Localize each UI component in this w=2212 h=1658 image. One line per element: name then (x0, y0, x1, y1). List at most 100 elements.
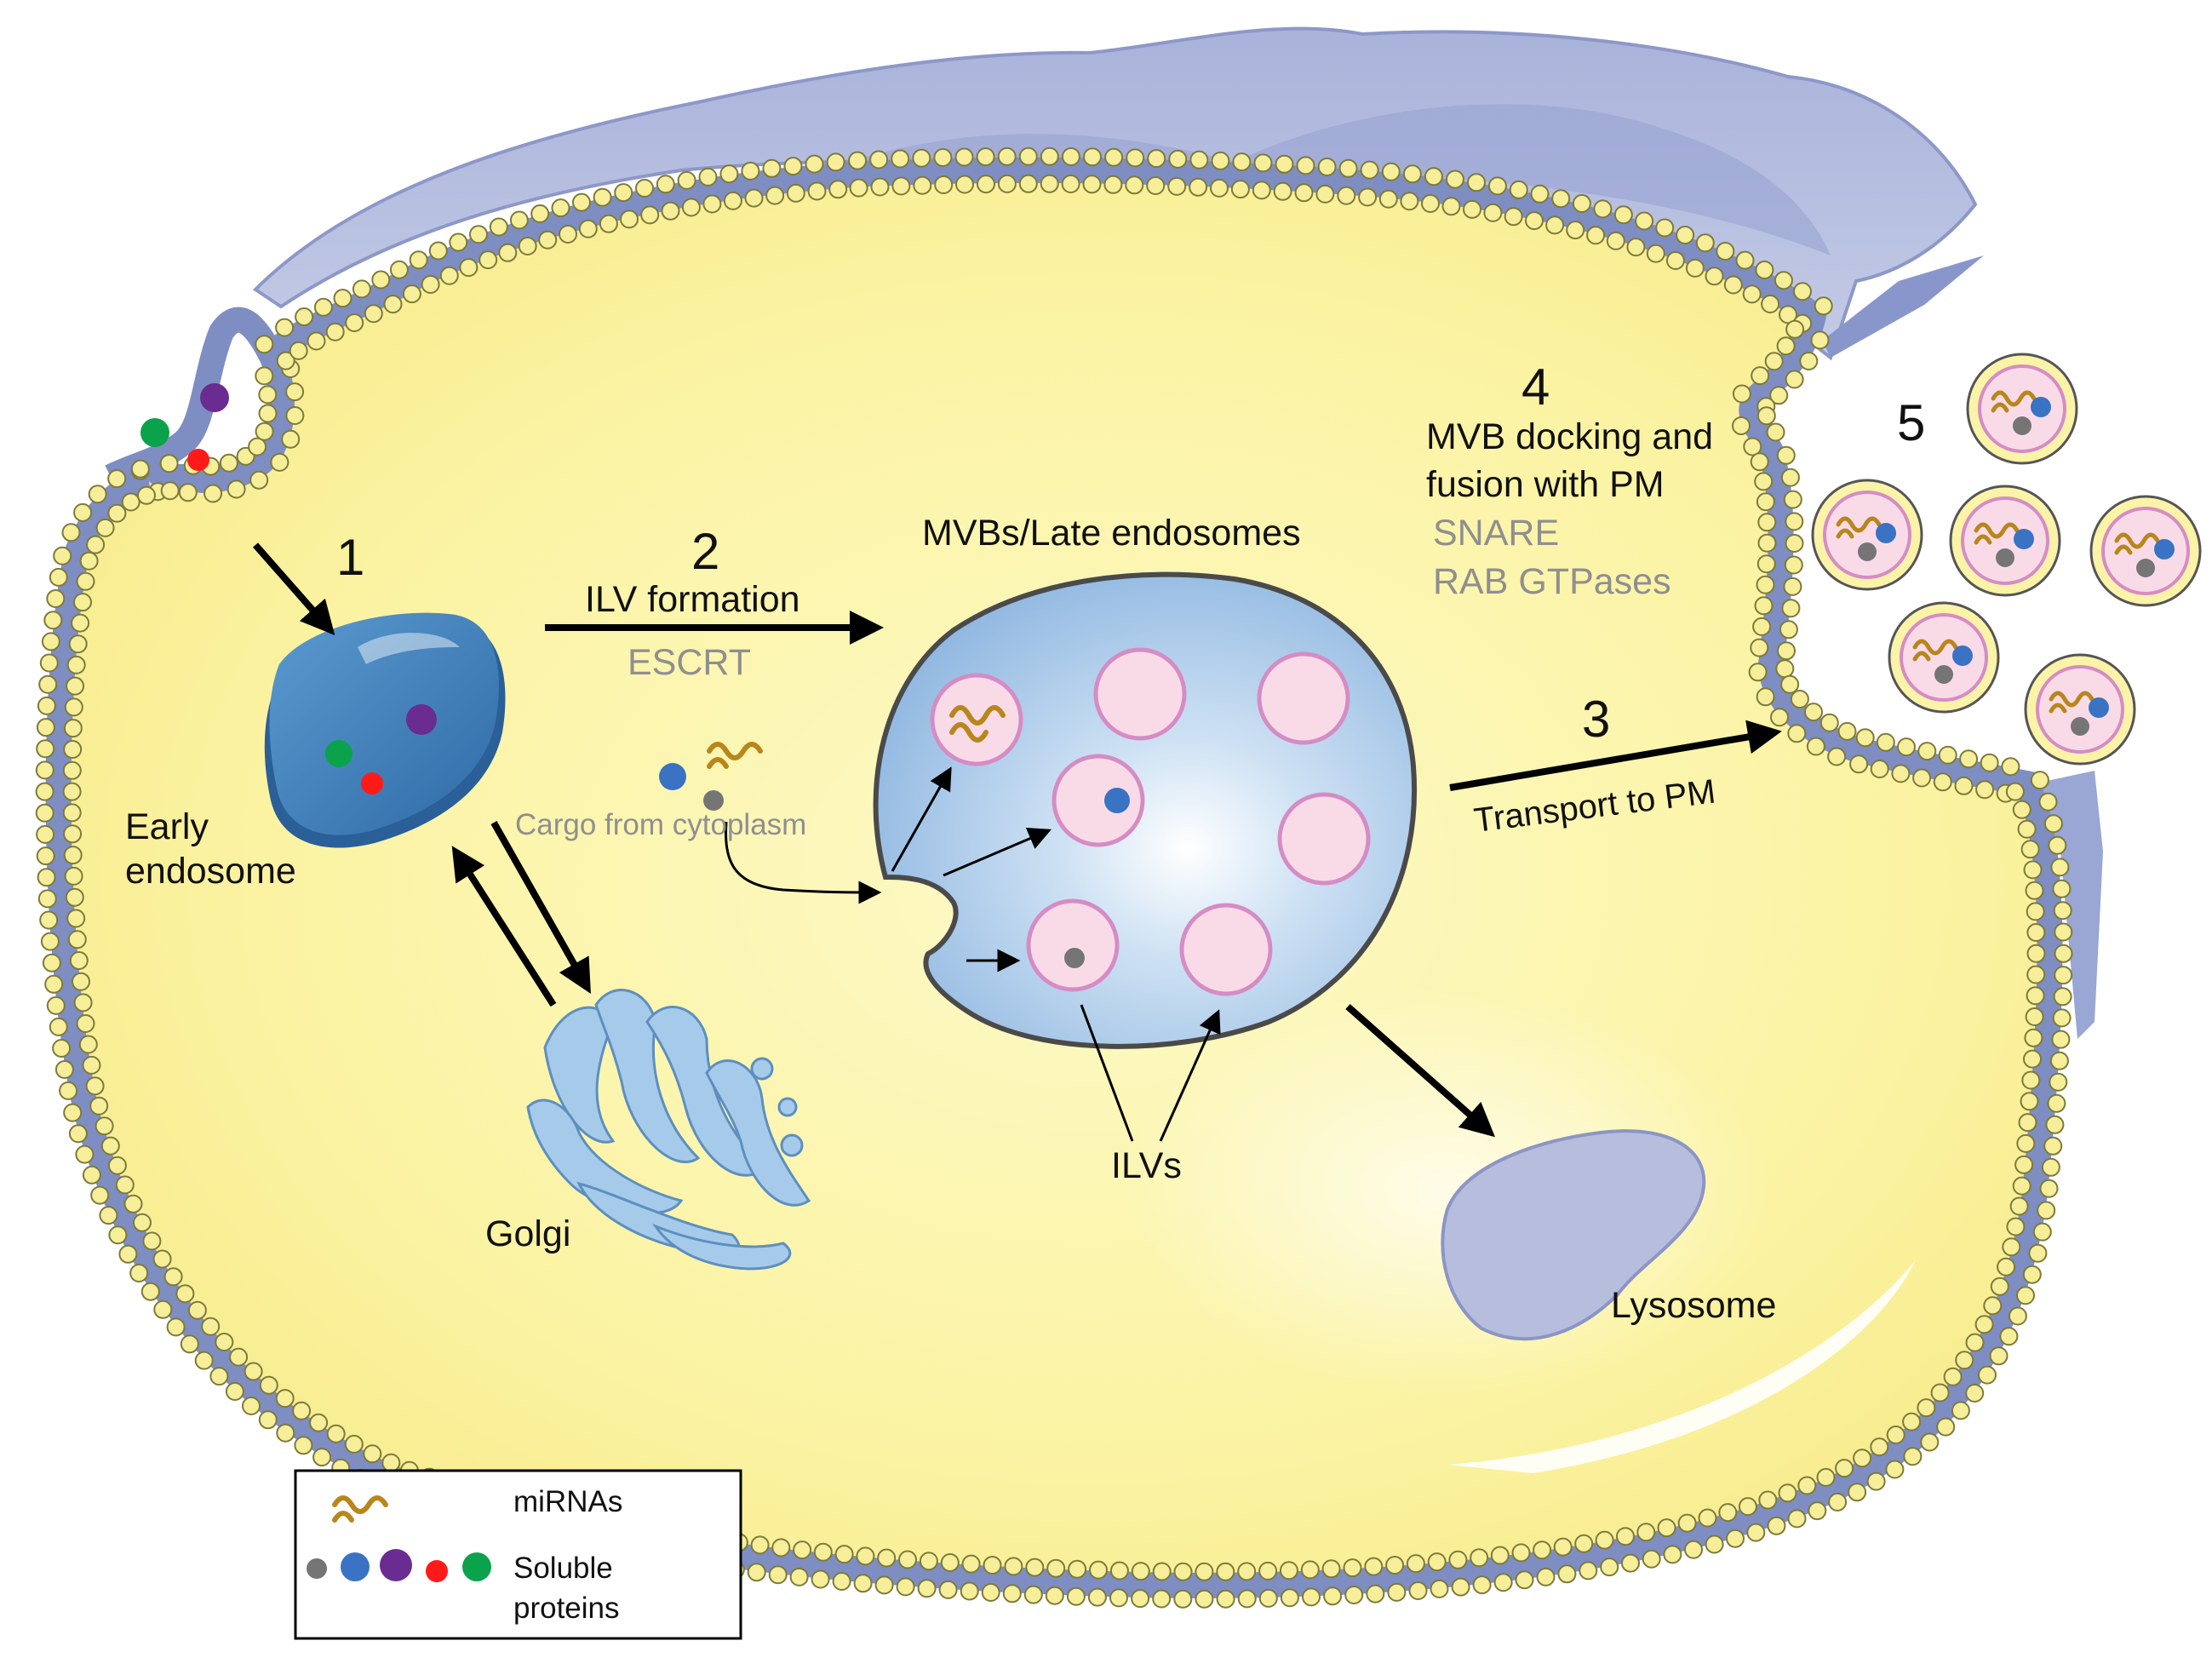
lipid-head (389, 260, 409, 279)
lipid-head (1917, 1398, 1936, 1418)
lipid-head (1785, 319, 1805, 339)
lipid-head (656, 175, 675, 194)
step-4-label: 4 (1521, 359, 1550, 416)
lipid-head (768, 1565, 788, 1585)
lipid-head (36, 718, 55, 737)
lipid-head (40, 932, 60, 951)
lipid-head (828, 180, 848, 199)
lipid-head (1553, 1537, 1573, 1557)
lipid-head (75, 1145, 95, 1164)
exosome (1811, 479, 1923, 591)
lipid-head (49, 1017, 68, 1036)
molecule-purple-endosome (406, 704, 437, 735)
plasma-membrane (45, 157, 2063, 1598)
lipid-head (1742, 284, 1762, 304)
lipid-head (258, 1410, 278, 1430)
lipid-head (2023, 860, 2043, 880)
lipid-head (1774, 271, 1793, 290)
lipid-head (46, 995, 66, 1015)
lipid-head (765, 186, 785, 205)
lipid-head (1211, 151, 1230, 170)
lipid-head (1989, 1346, 2009, 1366)
lipid-head (1406, 1554, 1425, 1574)
lipid-head (36, 739, 55, 759)
lipid-head (1837, 721, 1857, 741)
pm-right-flange-upper (1822, 255, 1984, 358)
mvb-docking-line1: MVB docking and (1426, 416, 1713, 457)
snare-label: SNARE (1433, 513, 1559, 554)
lipid-head (1849, 754, 1869, 774)
molecule-purple-outside (200, 383, 229, 412)
lipid-head (640, 205, 660, 225)
lipid-head (1655, 218, 1675, 238)
lipid-head (178, 483, 198, 502)
lipid-head (898, 1550, 917, 1569)
lipid-head (877, 1548, 897, 1568)
lipid-head (118, 1244, 138, 1264)
lipid-head (383, 295, 403, 314)
lipid-head (1776, 445, 1796, 465)
lipid-head (88, 485, 107, 504)
lipid-head (2047, 1093, 2066, 1113)
lipid-head (1572, 194, 1591, 213)
lipid-head (2014, 1155, 2034, 1174)
lipid-head (1045, 1586, 1064, 1605)
lipid-head (593, 187, 612, 207)
lipid-head (2025, 881, 2044, 900)
lipid-head (1732, 384, 1751, 404)
lipid-head (1230, 180, 1250, 199)
lipid-head (1470, 1548, 1489, 1568)
mvb-title-label: MVBs/Late endosomes (922, 513, 1301, 554)
lipid-head (1756, 575, 1775, 594)
lipid-head (137, 485, 156, 505)
lipid-head (1814, 296, 1833, 316)
lipid-head (1799, 352, 1819, 370)
legend-red-dot (426, 1560, 448, 1582)
lipid-head (1126, 148, 1145, 168)
lipid-head (46, 589, 66, 608)
lipid-head (1870, 760, 1889, 778)
arrow-ilvs-label (1080, 1005, 1218, 1142)
lipid-head (2026, 986, 2045, 1006)
lipid-head (166, 1317, 186, 1337)
lipid-head (152, 1249, 172, 1269)
lipid-head (39, 910, 59, 930)
lipid-head (1783, 490, 1802, 509)
lipid-head (1933, 772, 1952, 792)
lipid-head (428, 241, 448, 261)
lipid-head (1472, 1575, 1492, 1595)
lipid-head (180, 1334, 199, 1354)
lipid-head (1195, 1562, 1214, 1581)
ilv-formation-label: ILV formation (585, 579, 800, 620)
lipid-head (249, 470, 269, 490)
lipid-head (2053, 987, 2072, 1007)
lipid-head (489, 217, 508, 237)
exosome (1949, 485, 2061, 597)
lipid-head (750, 1535, 770, 1555)
lipid-head (1685, 258, 1705, 278)
arrow-golgi-to-endosome (451, 846, 557, 1007)
lipid-head (38, 674, 58, 694)
lipid-head (1441, 197, 1461, 216)
lipid-head (255, 366, 274, 386)
lipid-head (2002, 1237, 2021, 1257)
lipid-head (1146, 176, 1166, 195)
lipid-head (1955, 1351, 1974, 1370)
lipid-head (175, 1284, 195, 1304)
lipid-head (578, 219, 598, 238)
lipid-head (1545, 215, 1565, 235)
lipid-head (1757, 533, 1777, 553)
lipid-head (1778, 1483, 1797, 1503)
molecule-red-outside (187, 449, 209, 471)
lipid-head (1173, 1562, 1193, 1581)
cell-top-shading (766, 104, 1831, 255)
lipid-head (960, 1581, 979, 1601)
lipid-head (62, 782, 82, 801)
lipid-head (381, 1453, 401, 1472)
lipid-head (1748, 663, 1768, 682)
lipid-head (1938, 745, 1957, 765)
lipid-head (63, 740, 83, 759)
lipid-head (661, 201, 680, 221)
lipid-head (66, 655, 86, 674)
lipid-head (1018, 146, 1038, 166)
